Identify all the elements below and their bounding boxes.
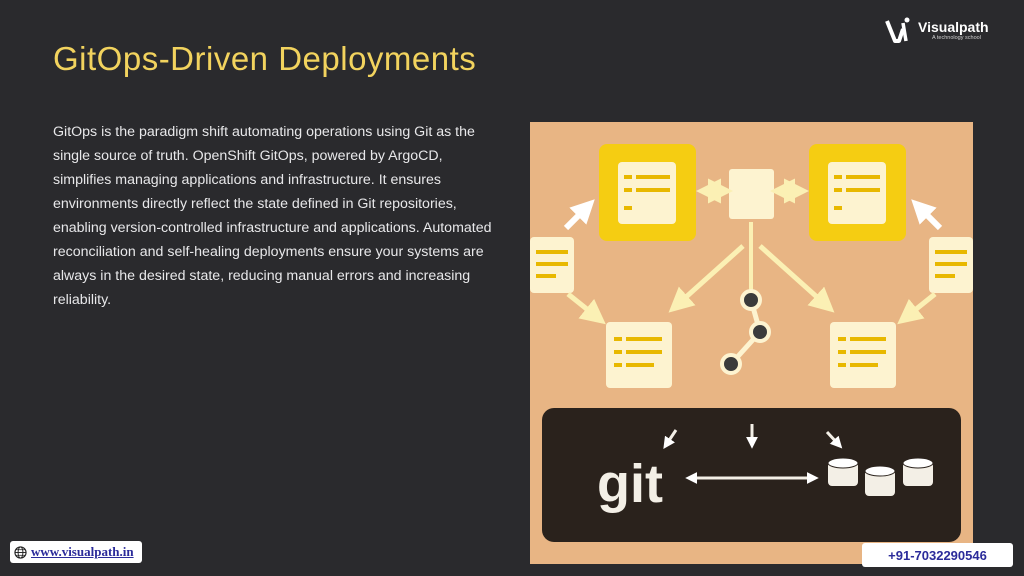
website-link-label: www.visualpath.in: [31, 544, 134, 559]
slide-body-text: GitOps is the paradigm shift automating …: [53, 124, 492, 308]
document-icon-top-right: [809, 144, 906, 241]
slide-title: GitOps-Driven Deployments: [53, 40, 477, 77]
brand-tagline: A technology school: [932, 34, 981, 41]
database-icon: [827, 457, 934, 496]
git-wordmark: git: [597, 454, 663, 514]
document-icon-top-left: [599, 144, 696, 241]
document-icon-right-edge: [929, 237, 973, 293]
document-icon-bottom-left: [606, 322, 672, 388]
visualpath-logo-icon: [885, 17, 910, 43]
branch-icon: [720, 289, 771, 375]
website-link[interactable]: www.visualpath.in: [10, 541, 142, 563]
document-icon-left-edge: [530, 237, 574, 293]
document-icon-bottom-right: [830, 322, 896, 388]
globe-icon: [14, 545, 27, 559]
brand-name: Visualpath: [918, 18, 989, 35]
phone-number-badge[interactable]: +91-7032290546: [862, 543, 1013, 567]
git-panel: git: [542, 408, 961, 542]
central-node-icon: [729, 169, 774, 219]
brand-logo: Visualpath A technology school: [884, 14, 996, 46]
gitops-illustration: git: [530, 122, 973, 564]
